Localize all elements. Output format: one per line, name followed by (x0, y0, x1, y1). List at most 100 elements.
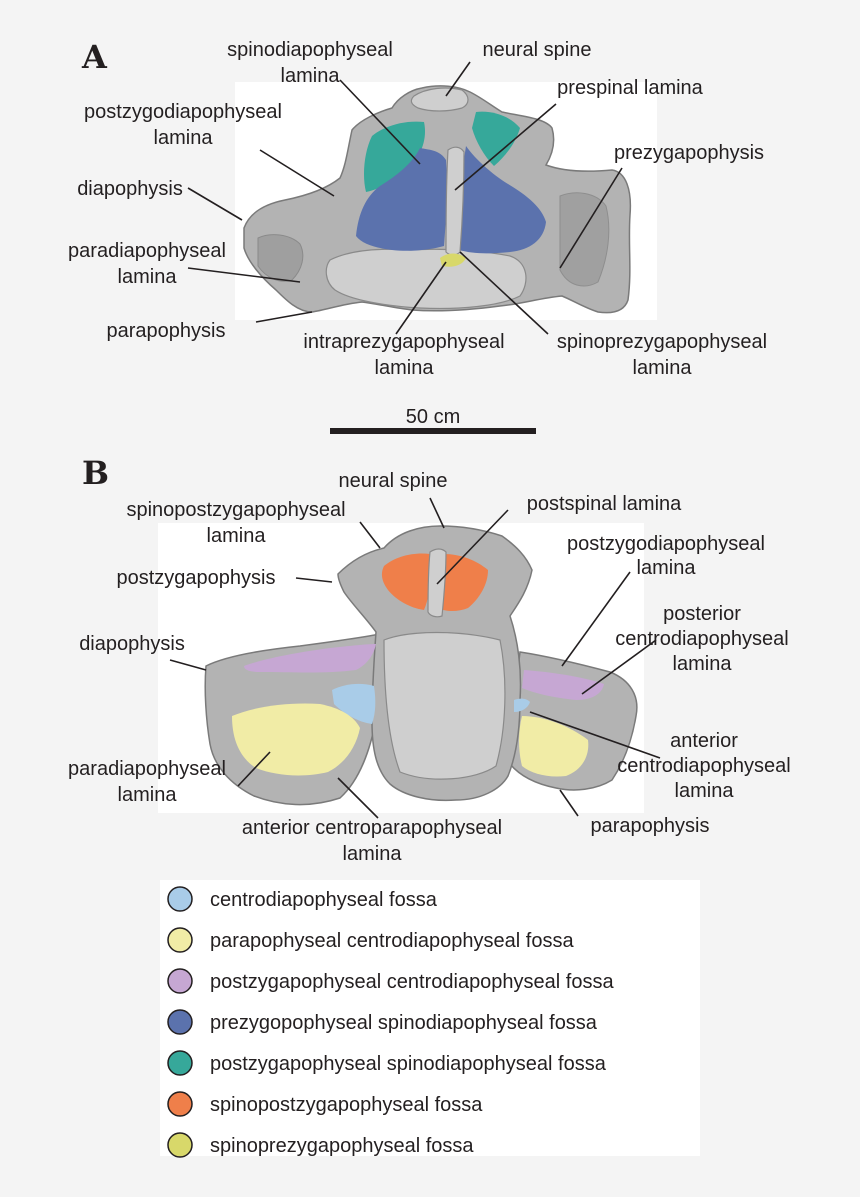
panel-b-yellow-fossa-right (519, 716, 589, 777)
legend-swatch (167, 886, 193, 912)
label-b-postspinal: postspinal lamina (527, 493, 682, 515)
leader-b-anterior-centrodiapophyseal (529, 711, 661, 759)
panel-a-blue-fossa-right (459, 146, 546, 254)
leader-b-postzygapophysis (295, 577, 333, 583)
leader-a-postzygodiapophyseal (259, 149, 335, 197)
leader-a-diapophysis (187, 187, 243, 221)
legend-item: postzygapophyseal centrodiapophyseal fos… (167, 968, 614, 994)
panel-b-purple-fossa-left (244, 644, 376, 673)
scale-bar-line (330, 428, 536, 434)
panel-a-neural-spine (410, 87, 469, 112)
leader-b-postzygodiapophyseal (561, 571, 631, 667)
label-a-neural-spine: neural spine (483, 39, 592, 61)
label-b-postzygodiapophyseal-2: lamina (637, 557, 697, 579)
legend-background (160, 880, 700, 1156)
panel-b-centrum (383, 631, 506, 780)
label-b-spinopostzygapophyseal-1: spinopostzygapophyseal (126, 499, 345, 521)
label-b-posterior-centrodiapophyseal-2: centrodiapophyseal (615, 628, 788, 650)
leader-a-prespinal (454, 103, 557, 191)
legend-label: parapophyseal centrodiapophyseal fossa (210, 930, 574, 952)
legend-item: spinoprezygapophyseal fossa (167, 1132, 474, 1158)
legend-item: postzygapophyseal spinodiapophyseal foss… (167, 1050, 607, 1076)
leader-b-neural-spine (429, 497, 445, 529)
scale-bar-label: 50 cm (406, 406, 460, 428)
label-b-diapophysis: diapophysis (79, 633, 185, 655)
label-a-postzygodiapophyseal-2: lamina (154, 127, 214, 149)
label-b-anterior-centrodiapophyseal-1: anterior (670, 730, 738, 752)
label-b-posterior-centrodiapophyseal-3: lamina (673, 653, 733, 675)
legend: centrodiapophyseal fossa parapophyseal ce… (160, 880, 700, 1158)
label-a-spinodiapophyseal-1: spinodiapophyseal (227, 39, 393, 61)
panel-a-teal-fossa-right (472, 111, 520, 166)
label-b-anterior-centrodiapophyseal-3: lamina (675, 780, 735, 802)
label-b-paradiapophyseal-1: paradiapophyseal (68, 758, 226, 780)
leader-a-neural-spine (445, 61, 471, 97)
panel-b-orange-fossa-left (381, 553, 431, 610)
label-b-anterior-centroparapophyseal-2: lamina (343, 843, 403, 865)
label-a-diapophysis: diapophysis (77, 178, 183, 200)
label-b-parapophysis: parapophysis (591, 815, 710, 837)
label-a-prezygapophysis: prezygapophysis (614, 142, 764, 164)
leader-a-spinodiapophyseal (339, 79, 421, 165)
leader-b-posterior-centrodiapophyseal (581, 639, 657, 695)
legend-item: spinopostzygapophyseal fossa (167, 1091, 483, 1117)
legend-label: spinoprezygapophyseal fossa (210, 1135, 474, 1157)
panel-a-yellow-fossa (440, 253, 466, 267)
label-a-spinodiapophyseal-2: lamina (281, 65, 341, 87)
legend-swatch (167, 1009, 193, 1035)
panel-a-left-process (257, 234, 304, 282)
label-a-paradiapophyseal-2: lamina (118, 266, 178, 288)
label-b-neural-spine: neural spine (339, 470, 448, 492)
legend-swatch (167, 968, 193, 994)
leader-a-spinoprezygapophyseal (459, 251, 549, 335)
legend-item: prezygopophyseal spinodiapophyseal fossa (167, 1009, 598, 1035)
label-b-postzygapophysis: postzygapophysis (117, 567, 276, 589)
panel-b-blue-fossa-right (514, 698, 530, 712)
panel-b-orange-fossa-right (437, 554, 488, 611)
panel-b-letter: B (82, 454, 109, 492)
leader-b-diapophysis (169, 659, 207, 671)
leader-b-anterior-centroparapophyseal (337, 777, 379, 819)
leader-a-parapophysis (255, 311, 313, 323)
panel-a-letter: A (81, 38, 108, 76)
leader-a-intraprezygapophyseal (395, 261, 447, 335)
legend-label: prezygopophyseal spinodiapophyseal fossa (210, 1012, 598, 1034)
label-a-intraprezygapophyseal-1: intraprezygapophyseal (303, 331, 504, 353)
label-a-spinoprezygapophyseal-1: spinoprezygapophyseal (557, 331, 767, 353)
label-b-anterior-centrodiapophyseal-2: centrodiapophyseal (617, 755, 790, 777)
label-a-intraprezygapophyseal-2: lamina (375, 357, 435, 379)
label-b-postzygodiapophyseal-1: postzygodiapophyseal (567, 533, 765, 555)
legend-swatch (167, 1132, 193, 1158)
label-a-paradiapophyseal-1: paradiapophyseal (68, 240, 226, 262)
scale-bar: 50 cm (330, 406, 536, 434)
legend-swatch (167, 1050, 193, 1076)
leader-b-postspinal (436, 509, 509, 585)
panel-a-teal-fossa-left (364, 121, 426, 192)
panel-a-right-process (559, 192, 610, 287)
legend-item: parapophyseal centrodiapophyseal fossa (167, 927, 574, 953)
label-a-spinoprezygapophyseal-2: lamina (633, 357, 693, 379)
label-b-anterior-centroparapophyseal-1: anterior centroparapophyseal (242, 817, 502, 839)
label-a-prespinal: prespinal lamina (557, 77, 704, 99)
legend-item: centrodiapophyseal fossa (167, 886, 438, 912)
panel-a-prespinal-ridge (445, 146, 465, 256)
leader-a-prezygapophysis (559, 167, 623, 269)
label-b-posterior-centrodiapophyseal-1: posterior (663, 603, 741, 625)
legend-label: postzygapophyseal spinodiapophyseal foss… (210, 1053, 607, 1075)
legend-swatch (167, 1091, 193, 1117)
panel-a-blue-fossa-left (356, 148, 447, 251)
leader-a-paradiapophyseal (187, 267, 301, 283)
leader-b-parapophysis (559, 789, 579, 817)
legend-label: spinopostzygapophyseal fossa (210, 1094, 483, 1116)
label-b-spinopostzygapophyseal-2: lamina (207, 525, 267, 547)
legend-swatch (167, 927, 193, 953)
panel-b-blue-fossa-left (332, 683, 376, 724)
legend-label: postzygapophyseal centrodiapophyseal fos… (210, 971, 614, 993)
legend-items: centrodiapophyseal fossa parapophyseal ce… (167, 886, 614, 1158)
legend-label: centrodiapophyseal fossa (210, 889, 438, 911)
panel-b: B neural spine spinopostzygapophyseal la… (68, 454, 791, 865)
leader-b-paradiapophyseal (237, 751, 271, 787)
label-a-parapophysis: parapophysis (107, 320, 226, 342)
panel-a: A spinodiapophyseal lamina neural spine … (68, 38, 767, 379)
